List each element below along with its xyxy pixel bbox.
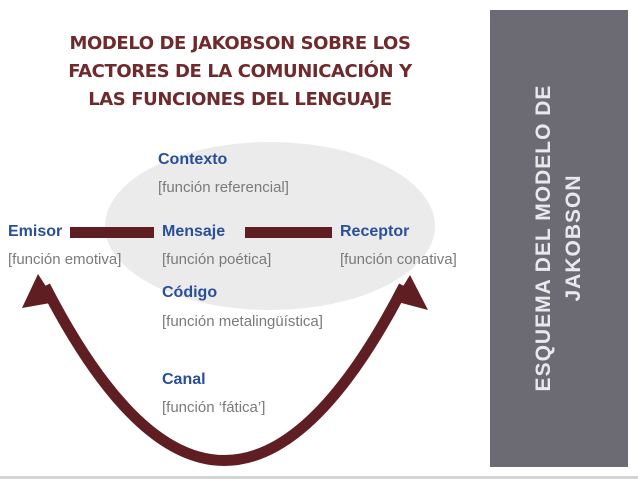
arrowhead-left (22, 274, 56, 308)
factor-mensaje-label: Mensaje (162, 223, 226, 240)
factor-emisor-label: Emisor (8, 223, 63, 240)
arrowhead-right (394, 275, 428, 310)
factor-receptor-label: Receptor (340, 223, 410, 240)
title-line-3: LAS FUNCIONES DEL LENGUAJE (88, 89, 392, 110)
function-conativa-label: [función conativa] (340, 251, 457, 268)
diagram-title: MODELO DE JAKOBSON SOBRE LOS FACTORES DE… (40, 30, 440, 114)
function-metalinguistica-label: [función metalingüística] (162, 313, 323, 330)
sidebar-title-line-2: JAKOBSON (562, 174, 585, 302)
factor-canal-label: Canal (162, 371, 206, 388)
connector-emisor-mensaje (70, 227, 154, 238)
sidebar-title-line-1: ESQUEMA DEL MODELO DE (532, 84, 555, 392)
function-emotiva-label: [función emotiva] (8, 251, 122, 268)
factor-codigo-label: Código (162, 284, 218, 301)
sidebar-panel: ESQUEMA DEL MODELO DE JAKOBSON (490, 10, 628, 467)
function-fatica-label: [función ‘fática’] (162, 399, 266, 416)
title-line-1: MODELO DE JAKOBSON SOBRE LOS (69, 33, 411, 54)
factor-contexto-label: Contexto (158, 151, 228, 168)
title-line-2: FACTORES DE LA COMUNICACIÓN Y (68, 61, 412, 82)
function-poetica-label: [función poética] (162, 251, 272, 268)
function-referencial-label: [función referencial] (158, 179, 289, 196)
sidebar-title: ESQUEMA DEL MODELO DE JAKOBSON (529, 38, 589, 438)
canal-arc-arrow (40, 283, 409, 466)
bottom-divider (0, 476, 638, 479)
context-ellipse (105, 142, 435, 310)
connector-mensaje-receptor (245, 227, 332, 238)
